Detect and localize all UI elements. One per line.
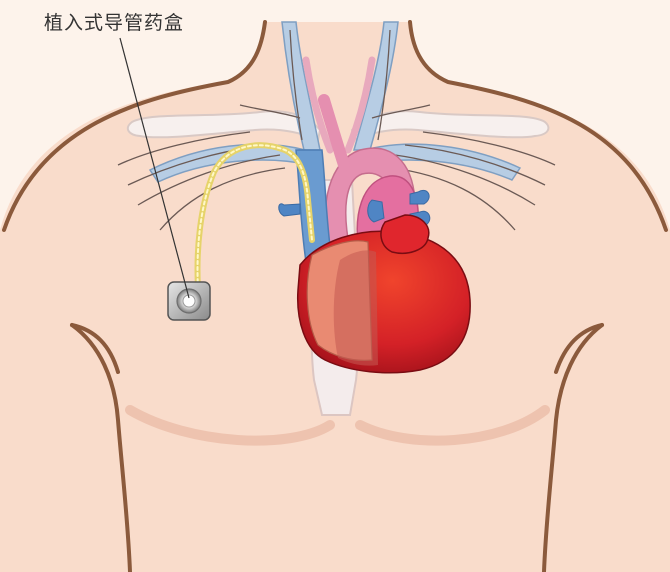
port-label: 植入式导管药盒	[44, 8, 184, 35]
azygos-vein-left	[279, 204, 300, 216]
left-atrial-appendage	[381, 215, 429, 253]
pulmonary-vein-left	[368, 200, 384, 222]
right-ventricle-overlay	[334, 250, 378, 365]
implanted-port	[168, 282, 210, 320]
